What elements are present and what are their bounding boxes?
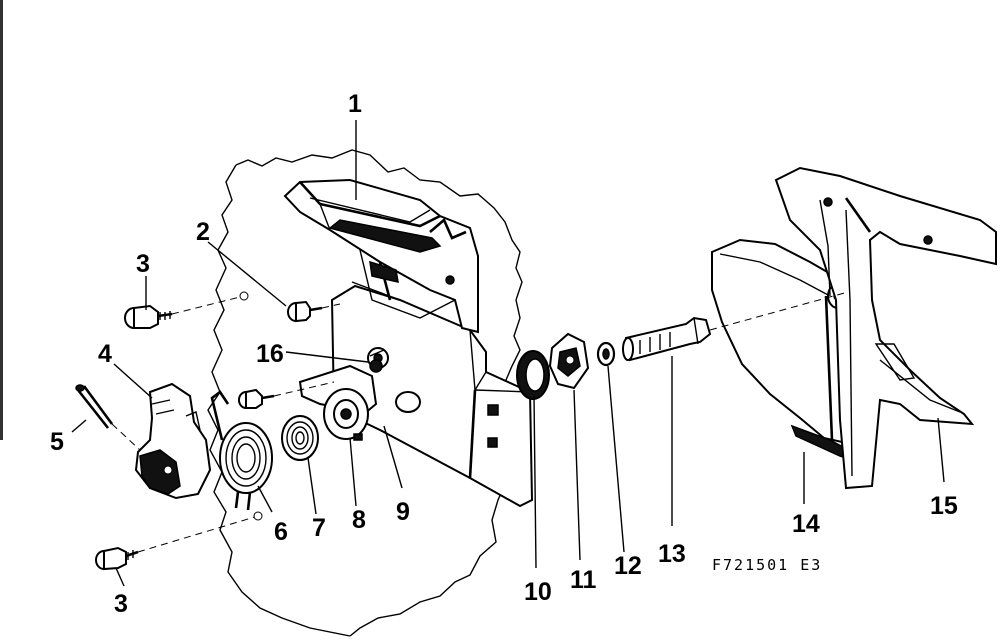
part-10-seal-ring [516, 350, 550, 400]
part-15-rear-housing [774, 166, 997, 490]
callout-16: 16 [256, 340, 284, 368]
part-12-washer [596, 341, 616, 367]
part-5-pin [75, 384, 114, 429]
assembly-lines [111, 291, 849, 553]
callout-3-lower: 3 [114, 590, 128, 618]
callout-9: 9 [396, 498, 410, 526]
spring-screw [238, 388, 275, 409]
body-panel-outline [235, 149, 523, 637]
callout-5: 5 [50, 428, 64, 456]
part-8-lever [298, 364, 378, 441]
callout-7: 7 [312, 514, 326, 542]
part-3-bolt-upper [124, 304, 173, 329]
callout-3-upper: 3 [136, 250, 150, 278]
callout-15: 15 [930, 492, 958, 520]
callout-labels: 1 2 3 3 4 5 6 7 8 9 10 11 12 13 14 15 16… [50, 90, 958, 618]
callout-14: 14 [792, 510, 820, 538]
figure-code: F721501 E3 [712, 556, 822, 574]
callout-11: 11 [570, 566, 597, 594]
part-16-screw [369, 349, 385, 373]
part-1-housing [283, 178, 479, 334]
part-4-latch [134, 382, 212, 500]
part-7-spring [281, 415, 319, 461]
callout-6: 6 [274, 518, 288, 546]
part-11-nut [548, 332, 590, 390]
callout-4: 4 [98, 340, 112, 368]
body-panel-left-edge [207, 164, 351, 637]
part-6-torsion-spring [210, 390, 273, 511]
callout-8: 8 [352, 506, 366, 534]
callout-2: 2 [196, 218, 210, 246]
part-2-screw [287, 300, 323, 323]
part-3-bolt-lower [95, 546, 139, 571]
callout-1: 1 [348, 90, 362, 118]
scan-edge [0, 0, 3, 440]
callout-13: 13 [658, 540, 686, 568]
callout-10: 10 [524, 578, 552, 606]
callout-12: 12 [614, 552, 642, 580]
part-13-rod [622, 316, 712, 362]
leader-lines [71, 120, 945, 587]
